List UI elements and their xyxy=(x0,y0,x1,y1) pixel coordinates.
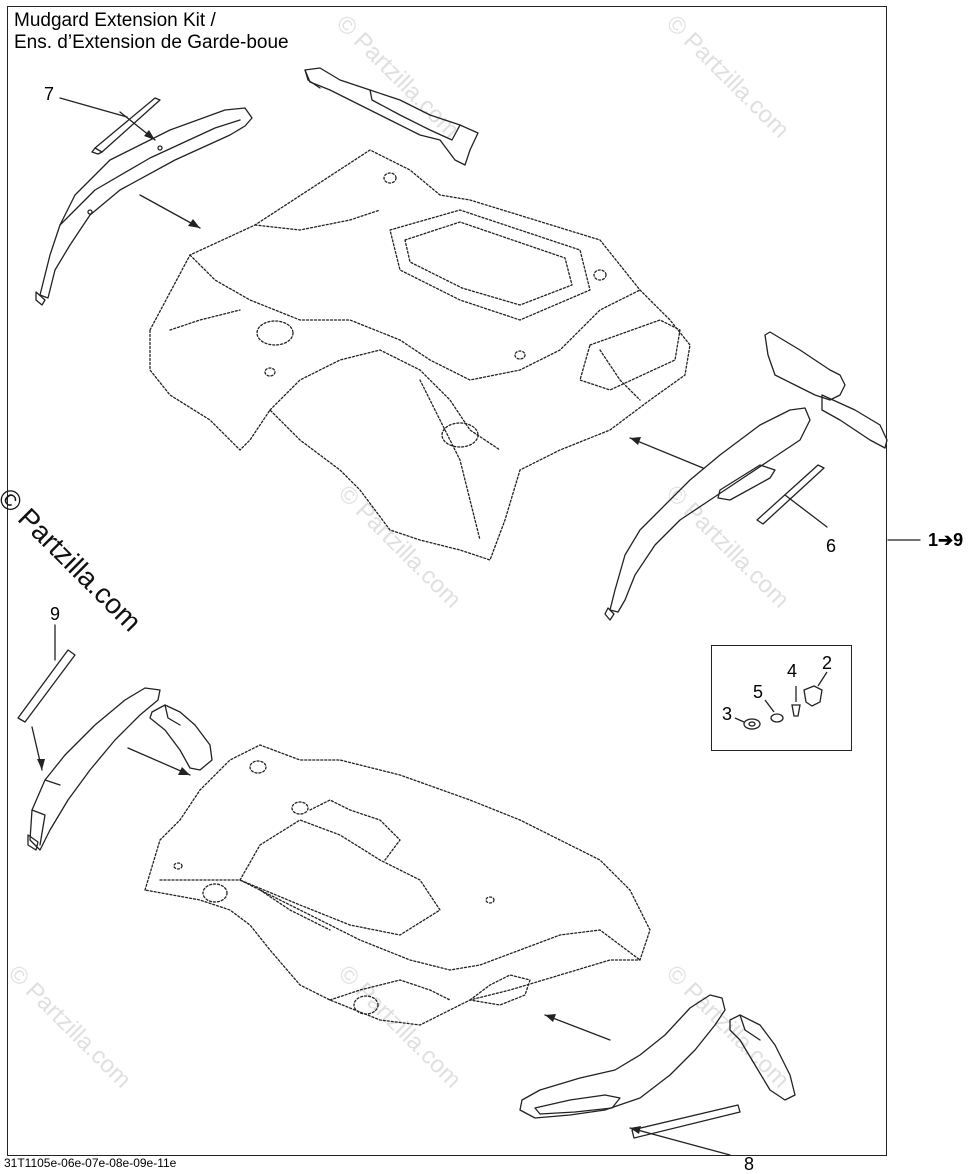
arrow-heads xyxy=(37,130,641,1134)
callout-8: 8 xyxy=(744,1154,755,1174)
title-english: Mudgard Extension Kit / xyxy=(14,10,216,31)
rear-fender-body xyxy=(149,149,691,561)
part-range-label: 1➔9 xyxy=(928,530,964,550)
lower-left-mudguard-extension xyxy=(27,687,161,851)
diagram-frame xyxy=(7,6,887,1156)
hardware-detail-box xyxy=(711,645,852,751)
upper-center-flap xyxy=(304,67,479,166)
diagram-title: Mudgard Extension Kit / Ens. d’Extension… xyxy=(14,10,289,54)
reference-code: 31T1105e-06e-07e-08e-09e-11e xyxy=(4,1156,177,1170)
callout-7: 7 xyxy=(44,84,55,104)
strip-part-6 xyxy=(756,464,825,525)
upper-right-mudguard-extension xyxy=(604,407,811,621)
callout-9: 9 xyxy=(50,604,61,624)
callout-2: 2 xyxy=(822,653,833,673)
front-fender-body xyxy=(144,744,651,1026)
strip-part-9 xyxy=(17,649,76,723)
screw-part-4 xyxy=(791,704,801,717)
lower-right-mudguard-extension xyxy=(519,994,726,1119)
lower-left-flap xyxy=(149,704,213,771)
washer-part-3 xyxy=(743,718,761,730)
strip-part-7 xyxy=(91,97,161,155)
upper-left-mudguard-extension xyxy=(35,107,253,306)
clip-part-2 xyxy=(803,685,823,707)
title-french: Ens. d’Extension de Garde-boue xyxy=(14,32,289,53)
callout-4: 4 xyxy=(787,661,798,681)
lower-right-flap xyxy=(729,1014,796,1101)
upper-right-flap xyxy=(764,331,888,449)
hardware-parts xyxy=(734,671,828,730)
callout-5: 5 xyxy=(753,682,764,702)
callout-3: 3 xyxy=(722,704,733,724)
nut-part-5 xyxy=(770,713,784,723)
callout-6: 6 xyxy=(826,536,837,556)
strip-part-8 xyxy=(631,1104,741,1139)
